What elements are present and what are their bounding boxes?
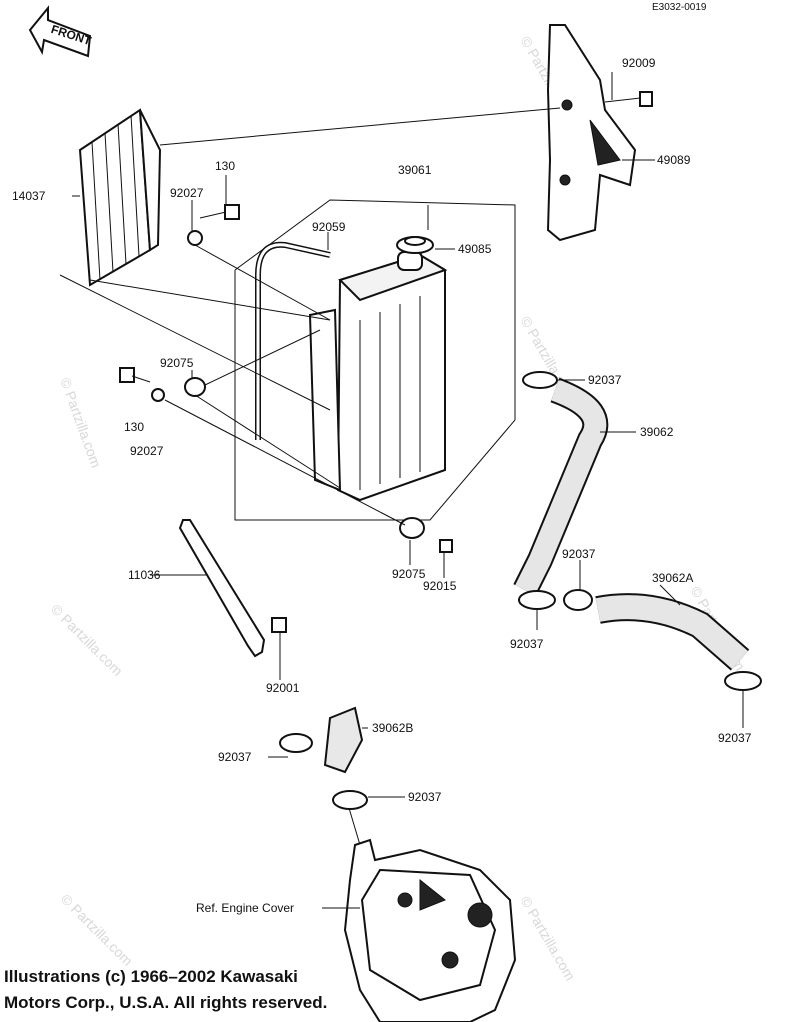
grommet-92075-lower (399, 517, 425, 539)
label-39062A: 39062A (652, 571, 693, 585)
label-92037-d: 92037 (718, 731, 752, 745)
hose-clamps-92037 (279, 371, 762, 810)
label-130-lower: 130 (124, 420, 144, 434)
label-92037-e: 92037 (218, 750, 252, 764)
collar-92027-upper (187, 230, 203, 246)
label-92009: 92009 (622, 56, 656, 70)
grommet-92075-upper (184, 377, 206, 397)
label-92075-lower: 92075 (392, 567, 426, 581)
engine-cover (322, 838, 517, 1022)
label-49085: 49085 (458, 242, 492, 256)
label-39062B: 39062B (372, 721, 413, 735)
watermark: © Partzilla.com (517, 894, 578, 984)
copyright-line-1: Illustrations (c) 1966–2002 Kawasaki (4, 967, 298, 986)
radiator-cap-49085 (396, 236, 434, 254)
label-92037-b: 92037 (562, 547, 596, 561)
copyright-line-2: Motors Corp., U.S.A. All rights reserved… (4, 993, 328, 1012)
radiator-guard-49089 (546, 24, 637, 242)
label-92001: 92001 (266, 681, 300, 695)
collar-92015 (439, 539, 453, 553)
copyright-notice: Illustrations (c) 1966–2002 Kawasaki Mot… (4, 964, 327, 1016)
label-92027-upper: 92027 (170, 186, 204, 200)
label-92075-upper: 92075 (160, 356, 194, 370)
label-49089: 49089 (657, 153, 691, 167)
hose-39062A (595, 595, 748, 670)
radiator-39061 (308, 251, 448, 502)
bolt-130-lower (119, 367, 151, 383)
leader-lines (59, 72, 655, 578)
diagram-code: E3032-0019 (652, 2, 707, 13)
label-39062: 39062 (640, 425, 674, 439)
bolt-130-upper (199, 204, 240, 220)
overflow-tube-92059 (256, 243, 331, 440)
hose-39062B (323, 706, 364, 774)
collar-92027-lower (151, 388, 165, 402)
label-130-upper: 130 (215, 159, 235, 173)
hose-39062 (515, 379, 607, 595)
watermark: © Partzilla.com (57, 376, 104, 470)
label-92037-c: 92037 (510, 637, 544, 651)
label-11036: 11036 (128, 568, 161, 582)
label-92037-a: 92037 (588, 373, 622, 387)
label-92027-lower: 92027 (130, 444, 164, 458)
label-14037: 14037 (12, 189, 46, 203)
front-arrow-icon: FRONT (28, 5, 94, 58)
part-labels: 92009 49089 14037 130 92027 39061 92059 … (12, 56, 752, 915)
label-92037-f: 92037 (408, 790, 442, 804)
bolt-92009 (604, 91, 653, 107)
label-92015: 92015 (423, 579, 457, 593)
watermark: © Partzilla.com (48, 601, 126, 679)
watermark: © Partzilla.com (58, 891, 136, 969)
label-92059: 92059 (312, 220, 346, 234)
stay-11036 (150, 519, 287, 680)
label-ref-engine-cover: Ref. Engine Cover (196, 901, 294, 915)
hose-leaders (268, 379, 744, 846)
radiator-louver-14037 (78, 108, 162, 287)
label-39061: 39061 (398, 163, 432, 177)
